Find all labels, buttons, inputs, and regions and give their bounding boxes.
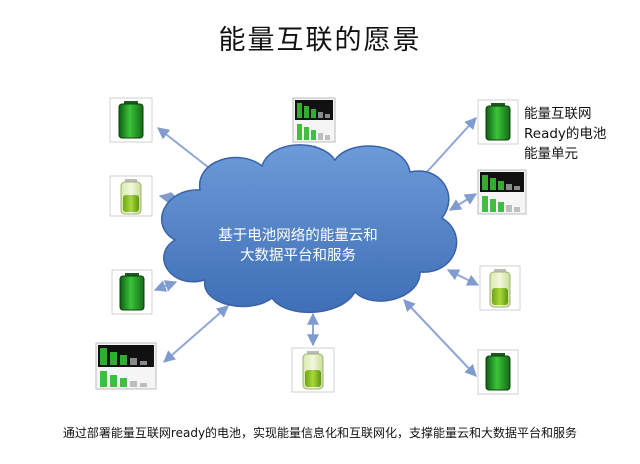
connection-arrow: [153, 280, 178, 292]
battery-unit-label: 能量互联网 Ready的电池 能量单元: [524, 104, 606, 164]
connection-arrow: [403, 299, 477, 377]
battery-level-set-bottom-left: [95, 342, 157, 390]
battery-icon-green-top-right: [477, 99, 519, 145]
battery-icon-pale-bottom-center: [291, 347, 335, 393]
label-line-2: Ready的电池: [524, 126, 607, 142]
battery-icon-green-top-left: [109, 97, 153, 143]
connection-arrow: [446, 269, 480, 286]
label-line-1: 能量互联网: [524, 106, 592, 122]
connection-arrow: [448, 193, 478, 211]
battery-icon-green-bottom-right: [477, 349, 519, 395]
battery-icon-green-left: [111, 269, 153, 315]
diagram-caption: 通过部署能量互联网ready的电池，实现能量信息化和互联网化，支撑能量云和大数据…: [62, 426, 578, 440]
battery-icon-pale-right: [479, 265, 521, 311]
battery-level-set-top-center: [292, 97, 336, 143]
battery-icon-pale-left: [109, 175, 153, 217]
page-title: 能量互联的愿景: [218, 25, 422, 56]
cloud-text-line2: 大数据平台和服务: [240, 247, 356, 264]
connection-arrow: [163, 305, 229, 363]
battery-level-set-right: [477, 169, 527, 215]
label-line-3: 能量单元: [524, 146, 578, 162]
cloud-text-line1: 基于电池网络的能量云和: [218, 227, 378, 244]
energy-cloud: 基于电池网络的能量云和 大数据平台和服务: [161, 144, 458, 314]
